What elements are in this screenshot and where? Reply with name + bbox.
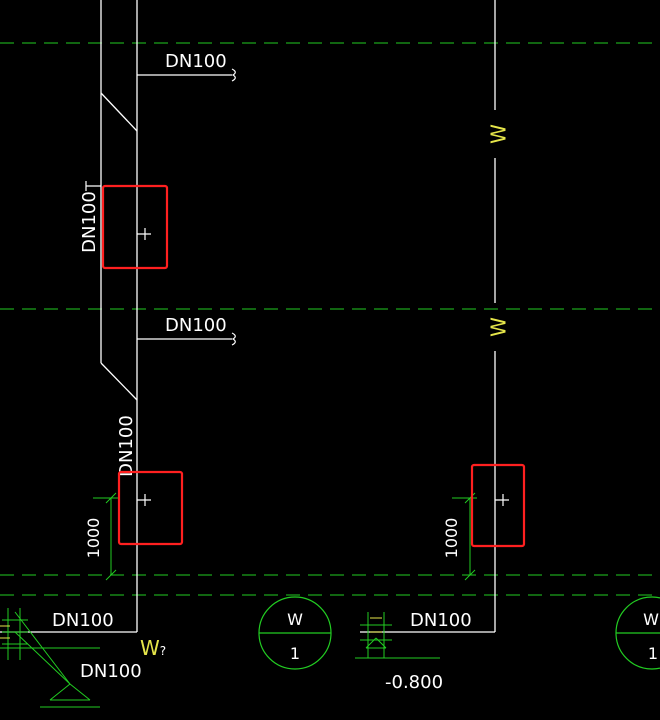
w-pipe-label-middle: W [487, 317, 511, 337]
axis-bubble-right-top: W [643, 610, 659, 629]
axis-bubble-right: W 1 [615, 596, 660, 670]
bottom-left-fitting-icon [0, 608, 100, 708]
dimension-left-tick-bottom [105, 569, 117, 581]
dimension-left-tick-top [105, 492, 117, 504]
cleanout-box2-icon [137, 494, 151, 506]
highlight-boxes [101, 184, 526, 548]
axis-bubble-center: W 1 [258, 596, 332, 670]
axis-bubble-center-top: W [287, 610, 303, 629]
cleanout-markers [85, 181, 509, 506]
highlight-box-lower-right[interactable] [470, 463, 526, 548]
axis-bubble-right-bottom: 1 [648, 644, 658, 663]
center-fitting-yellow [370, 617, 382, 633]
cleanout-small-icon [85, 181, 101, 191]
pipe-size-label-upper: DN100 [165, 51, 227, 72]
pipe-size-label-bottom-left2: DN100 [80, 661, 142, 682]
w-pipe-label-upper: W [487, 124, 511, 144]
lower-offset-pipe [100, 362, 138, 401]
pipe-size-label-vertical-upper: DN100 [79, 191, 100, 253]
dimension-right-tick-top [464, 492, 476, 504]
pipe-size-label-vertical-lower: DN100 [116, 415, 137, 477]
outlet-label-suffix: ? [160, 644, 166, 658]
upper-offset-pipe [100, 92, 138, 132]
cleanout-box1-icon [137, 228, 151, 240]
highlight-box-lower-left[interactable] [117, 470, 184, 546]
highlight-box-upper-left[interactable] [101, 184, 169, 270]
pipe-size-label-bottom-left: DN100 [52, 610, 114, 631]
outlet-label: W? [140, 636, 166, 660]
outlet-label-w: W [140, 636, 160, 660]
dimension-left [93, 492, 118, 581]
floor-lines [0, 42, 660, 596]
axis-bubble-center-bottom: 1 [290, 644, 300, 663]
dimension-right-tick-bottom [464, 569, 476, 581]
elevation-label: -0.800 [385, 672, 443, 693]
pipe-end-symbols [231, 68, 236, 346]
pipe-size-label-middle: DN100 [165, 315, 227, 336]
dimension-left-value: 1000 [84, 518, 103, 559]
cleanout-box3-icon [495, 494, 509, 506]
pipe-size-label-bottom-right: DN100 [410, 610, 472, 631]
middle-branch-end-icon [231, 332, 236, 346]
dimension-right [452, 492, 477, 581]
right-riser [360, 0, 496, 633]
upper-branch-end-icon [231, 68, 236, 82]
dimension-right-value: 1000 [442, 518, 461, 559]
center-fitting-icon [355, 612, 440, 659]
bottom-left-fitting-yellow [0, 625, 10, 639]
